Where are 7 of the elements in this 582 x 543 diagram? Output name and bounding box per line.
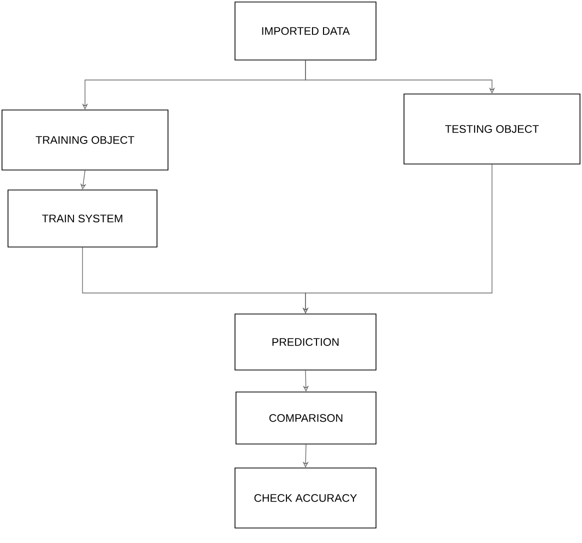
process-box: TRAIN SYSTEM — [8, 190, 158, 248]
process-box: TESTING OBJECT — [404, 94, 580, 164]
process-box: PREDICTION — [234, 314, 376, 370]
process-box: IMPORTED DATA — [234, 2, 376, 60]
process-box: CHECK ACCURACY — [234, 468, 376, 528]
process-box: TRAINING OBJECT — [2, 110, 168, 170]
process-box: COMPARISON — [236, 392, 376, 444]
